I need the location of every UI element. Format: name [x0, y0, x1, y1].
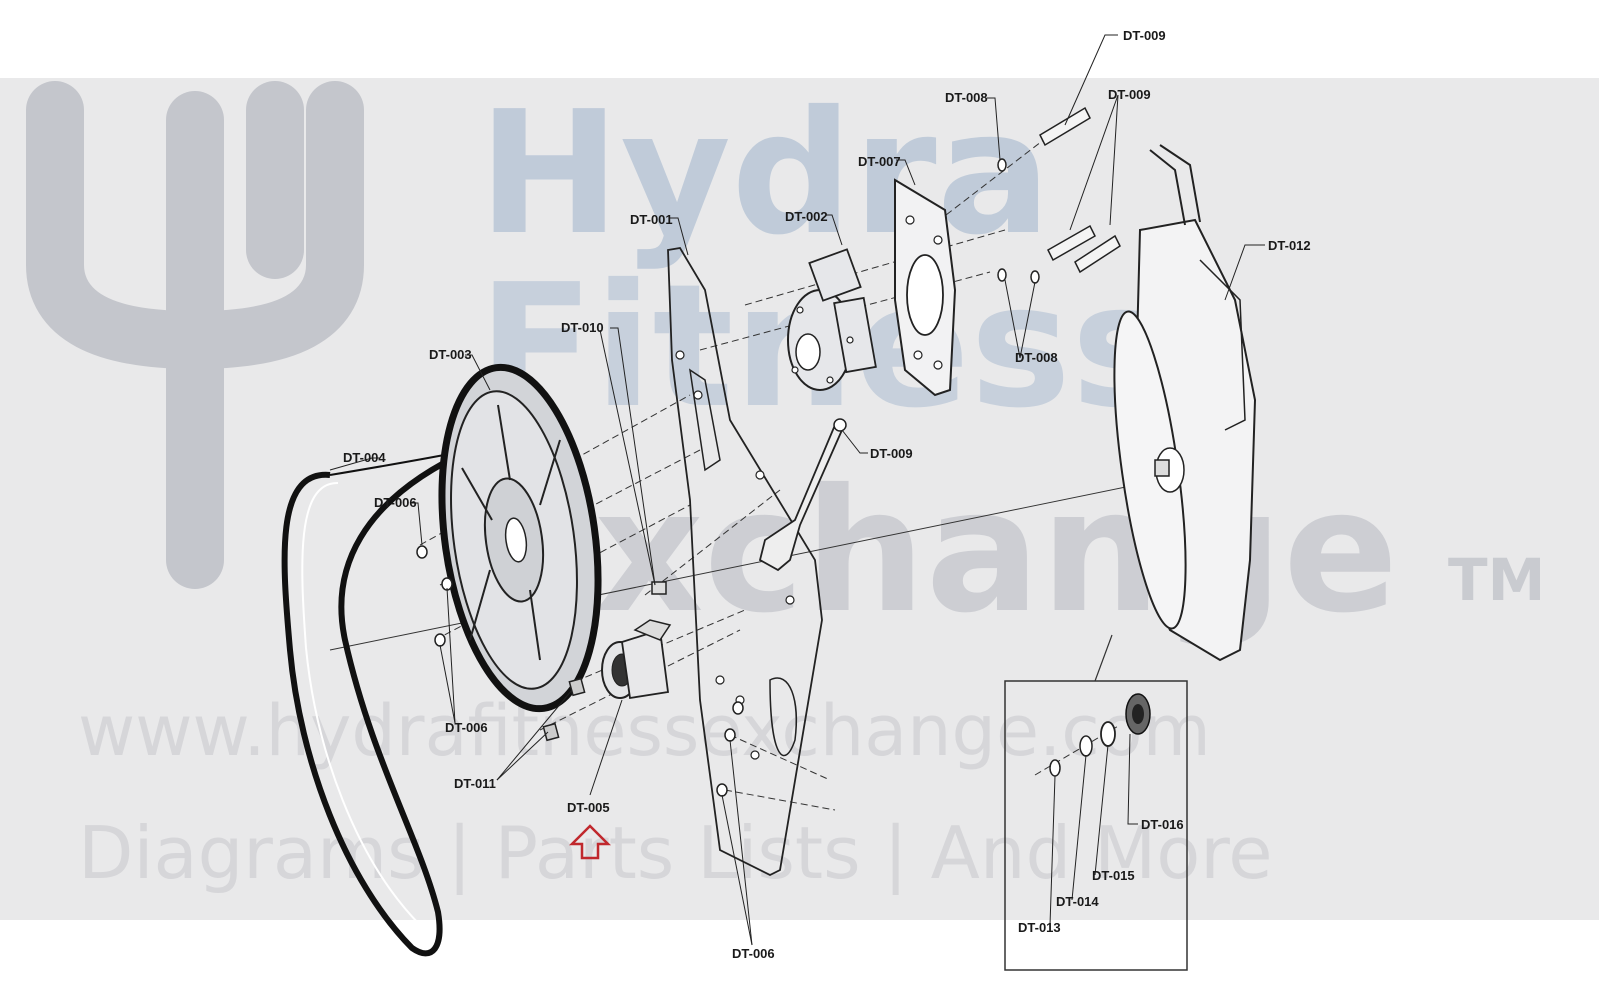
- watermark-website: www.hydrafitnessexchange.com: [78, 690, 1211, 772]
- label-dt-004: DT-004: [343, 450, 386, 465]
- detail-box: [1004, 680, 1188, 971]
- up-arrow-icon: [568, 824, 612, 860]
- mount-plate-part: [894, 178, 957, 397]
- tensioner-part: [542, 619, 672, 742]
- label-dt-010: DT-010: [561, 320, 604, 335]
- leader-lines: [329, 34, 1265, 946]
- label-dt-011: DT-011: [454, 776, 496, 791]
- label-dt-002: DT-002: [785, 209, 828, 224]
- label-dt-009-mid: DT-009: [870, 446, 913, 461]
- label-dt-014: DT-014: [1056, 894, 1099, 909]
- label-dt-001: DT-001: [630, 212, 673, 227]
- label-dt-005: DT-005: [567, 800, 610, 815]
- label-dt-006-left: DT-006: [374, 495, 417, 510]
- screws-and-washers: [997, 106, 1121, 284]
- watermark-brand-line-3: Exchange: [478, 453, 1398, 651]
- label-dt-006-bottom: DT-006: [732, 946, 775, 961]
- bolt-part-dt-010: [599, 329, 667, 595]
- watermark: Hydra Fitness Exchange TM www.hydrafitne…: [0, 75, 1599, 920]
- watermark-tagline: Diagrams | Parts Lists | And More: [78, 811, 1273, 896]
- tension-rod-dt-009: [758, 418, 847, 572]
- frame-plate-part: [667, 247, 823, 877]
- label-dt-003: DT-003: [429, 347, 472, 362]
- label-dt-006-lower: DT-006: [445, 720, 488, 735]
- watermark-trademark: TM: [1448, 546, 1545, 614]
- label-dt-009-top: DT-009: [1123, 28, 1166, 43]
- label-dt-015: DT-015: [1092, 868, 1135, 883]
- label-dt-008-top: DT-008: [945, 90, 988, 105]
- pulley-part: [438, 363, 602, 713]
- label-dt-009-upper: DT-009: [1108, 87, 1151, 102]
- trident-logo: [26, 81, 364, 589]
- label-dt-007: DT-007: [858, 154, 901, 169]
- label-dt-008-mid: DT-008: [1015, 350, 1058, 365]
- label-dt-012: DT-012: [1268, 238, 1311, 253]
- detail-inset: [1004, 634, 1188, 971]
- label-dt-016: DT-016: [1141, 817, 1184, 832]
- part-labels: DT-009 DT-009 DT-008 DT-007 DT-002 DT-00…: [343, 28, 1311, 961]
- label-dt-013: DT-013: [1018, 920, 1061, 935]
- watermark-brand-line-1: Hydra: [478, 75, 1051, 273]
- coupler-part: [787, 248, 877, 391]
- motor-part: [1113, 144, 1257, 662]
